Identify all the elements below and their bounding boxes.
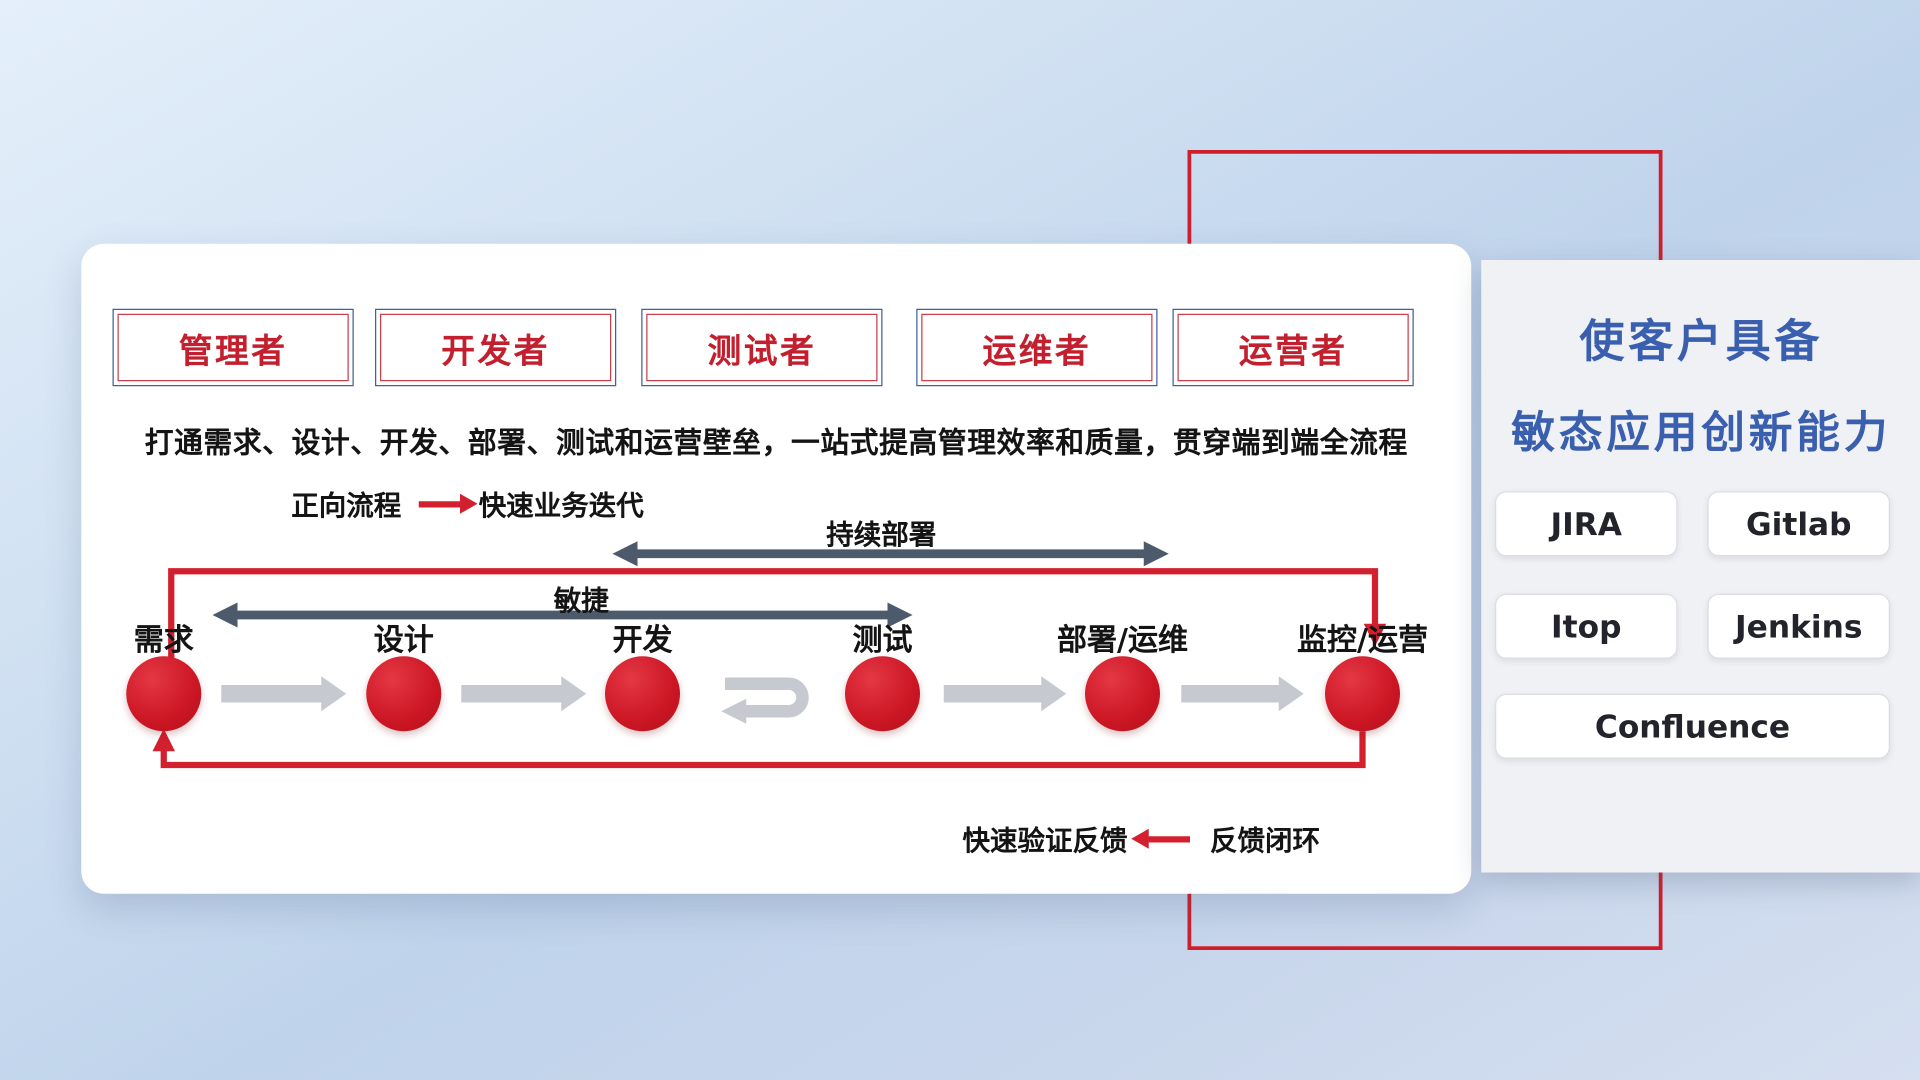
tool-box-confluence: Confluence — [1495, 693, 1890, 759]
forward-legend: 正向流程 快速业务迭代 — [291, 484, 644, 524]
role-label: 管理者 — [117, 313, 349, 382]
forward-legend-label: 正向流程 — [291, 491, 402, 523]
role-label: 测试者 — [646, 313, 878, 382]
feedback-legend-label: 反馈闭环 — [1210, 826, 1321, 858]
tools-panel: 使客户具备 敏态应用创新能力 JIRA Gitlab Itop Jenkins … — [1481, 260, 1920, 873]
tool-box-gitlab: Gitlab — [1707, 491, 1890, 557]
forward-legend-desc: 快速业务迭代 — [478, 491, 644, 523]
role-box-developer: 开发者 — [375, 308, 617, 387]
feedback-legend: 快速验证反馈 反馈闭环 — [963, 819, 1321, 859]
card-subtitle: 打通需求、设计、开发、部署、测试和运营壁垒，一站式提高管理效率和质量，贯穿端到端… — [144, 427, 1408, 461]
feedback-loop-top — [168, 568, 1387, 659]
node-circle-develop — [605, 656, 680, 732]
node-circle-test — [845, 656, 920, 732]
node-label-design: 设计 — [373, 622, 434, 658]
devops-flow-card: 管理者 开发者 测试者 运维者 运营者 打通需求、设计、开发、部署、测试和运营壁… — [81, 243, 1472, 894]
role-label: 运营者 — [1177, 313, 1409, 382]
feedback-loop-bottom — [152, 728, 1366, 769]
flow-arrows-graphic — [152, 541, 1387, 769]
role-label: 运维者 — [921, 313, 1153, 382]
flow-arrow — [1181, 676, 1304, 712]
role-box-manager: 管理者 — [112, 308, 354, 387]
flow-arrow — [943, 676, 1067, 712]
role-box-ops: 运维者 — [916, 308, 1158, 387]
node-label-requirements: 需求 — [133, 622, 194, 658]
feedback-legend-desc: 快速验证反馈 — [962, 826, 1128, 858]
node-circle-monitor-op — [1325, 656, 1400, 732]
node-label-monitor-op: 监控/运营 — [1297, 622, 1428, 658]
tool-box-jenkins: Jenkins — [1707, 593, 1890, 659]
flow-arrow — [221, 676, 347, 712]
forward-arrow-icon — [418, 493, 478, 514]
continuous-deploy-arrow — [612, 541, 1169, 567]
node-circle-deploy-ops — [1085, 656, 1160, 732]
role-box-tester: 测试者 — [641, 308, 883, 387]
flow-arrow — [461, 676, 587, 712]
continuous-deploy-label: 持续部署 — [826, 520, 937, 552]
role-label: 开发者 — [380, 313, 612, 382]
node-label-deploy-ops: 部署/运维 — [1057, 622, 1188, 658]
feedback-arrow-icon — [1131, 828, 1191, 849]
agile-label: 敏捷 — [553, 586, 609, 618]
iteration-loop-icon — [721, 677, 809, 724]
tool-box-jira: JIRA — [1495, 491, 1678, 557]
agile-arrow — [212, 602, 913, 628]
node-circle-design — [366, 656, 442, 732]
node-circle-requirements — [126, 656, 202, 732]
panel-title-line2: 敏态应用创新能力 — [1511, 408, 1892, 459]
role-box-operator: 运营者 — [1172, 308, 1414, 387]
node-label-develop: 开发 — [612, 622, 673, 658]
node-label-test: 测试 — [852, 622, 913, 658]
panel-title-line1: 使客户具备 — [1579, 316, 1824, 368]
tool-box-itop: Itop — [1495, 593, 1678, 659]
